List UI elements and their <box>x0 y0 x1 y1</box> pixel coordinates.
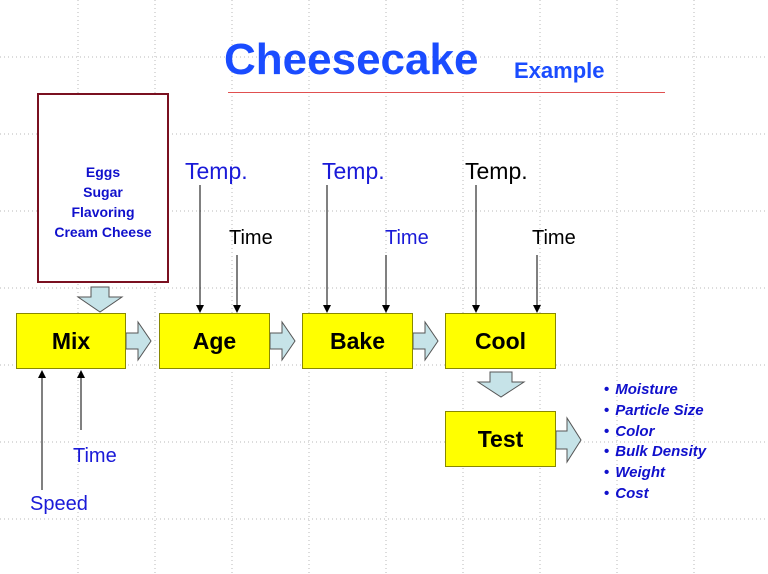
arrow-ingredients-to-mix <box>76 286 124 313</box>
ingredient-flavoring: Flavoring <box>71 204 135 220</box>
result-item: •Cost <box>604 484 649 502</box>
label-cool-temp: Temp. <box>465 158 528 184</box>
label-age-time: Time <box>229 227 273 249</box>
label-cool-time: Time <box>532 227 576 249</box>
ingredients-box <box>37 93 169 283</box>
step-age: Age <box>159 313 270 369</box>
subtitle: Example <box>514 58 605 83</box>
result-item: •Particle Size <box>604 401 704 419</box>
arrow-bake-to-cool <box>412 320 439 362</box>
arrow-test-to-results <box>555 416 582 464</box>
label-mix-time: Time <box>73 445 117 467</box>
arrow-mix-to-age <box>125 320 152 362</box>
ingredients-list: Eggs Sugar Flavoring Cream Cheese <box>37 162 169 242</box>
arrow-cool-to-test <box>476 371 526 398</box>
step-test: Test <box>445 411 556 467</box>
step-bake: Bake <box>302 313 413 369</box>
result-item: •Color <box>604 422 655 440</box>
ingredient-cream-cheese: Cream Cheese <box>54 224 152 240</box>
step-mix: Mix <box>16 313 126 369</box>
result-item: •Moisture <box>604 381 678 398</box>
ingredient-eggs: Eggs <box>85 164 121 180</box>
label-bake-time: Time <box>385 227 429 249</box>
result-item: •Bulk Density <box>604 443 707 461</box>
label-bake-temp: Temp. <box>322 158 385 184</box>
title: Cheesecake <box>224 35 479 84</box>
title-underline <box>228 92 665 93</box>
label-age-temp: Temp. <box>185 158 248 184</box>
step-cool: Cool <box>445 313 556 369</box>
result-item: •Weight <box>604 464 665 482</box>
arrow-age-to-bake <box>269 320 296 362</box>
label-mix-speed: Speed <box>30 493 88 515</box>
test-results-list: •Moisture •Particle Size •Color •Bulk De… <box>604 380 706 505</box>
ingredient-sugar: Sugar <box>83 184 123 200</box>
